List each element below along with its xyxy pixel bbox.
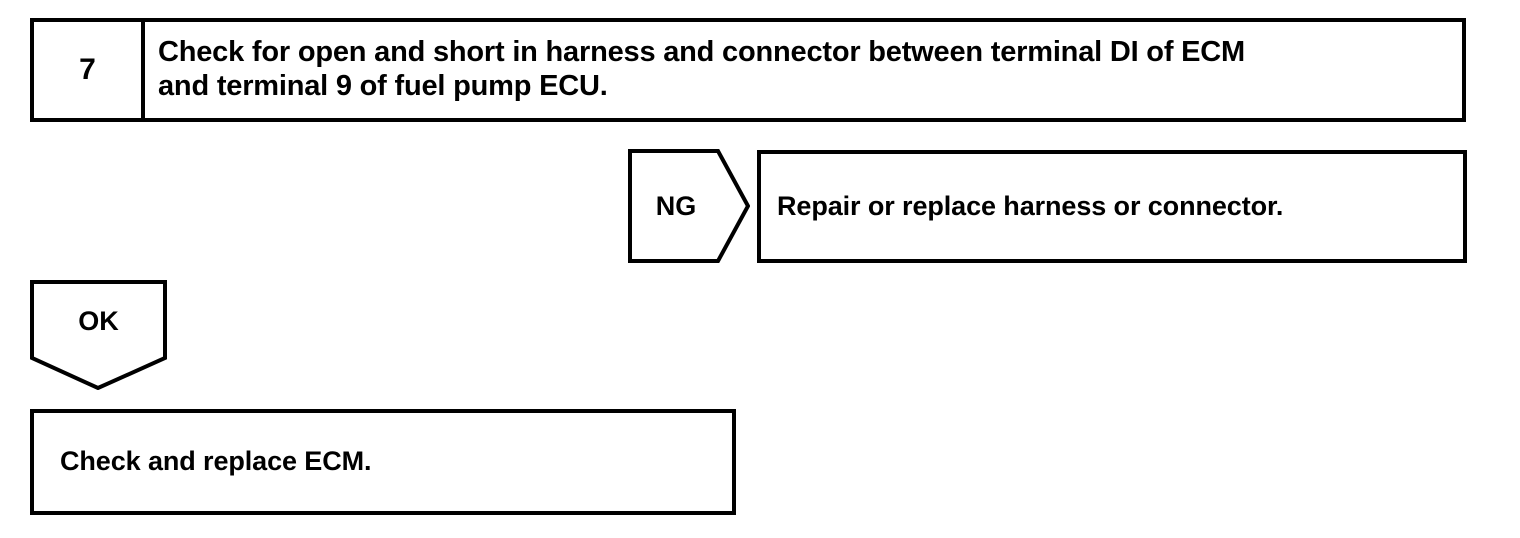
outcome-box-ok: Check and replace ECM.	[30, 409, 736, 515]
branch-tag-ok: OK	[30, 280, 167, 390]
pentagon-right-icon	[628, 149, 750, 263]
step-instruction-cell: Check for open and short in harness and …	[145, 22, 1462, 118]
step-row: 7 Check for open and short in harness an…	[30, 18, 1466, 122]
step-instruction-text: Check for open and short in harness and …	[158, 36, 1245, 102]
outcome-ok-text: Check and replace ECM.	[60, 446, 372, 477]
step-number-cell: 7	[34, 22, 145, 118]
outcome-ng-text: Repair or replace harness or connector.	[777, 190, 1284, 221]
step-number: 7	[79, 53, 96, 86]
pentagon-down-icon	[30, 280, 167, 390]
branch-tag-ng-label: NG	[655, 190, 697, 221]
outcome-box-ng: Repair or replace harness or connector.	[757, 150, 1467, 263]
branch-tag-ok-label: OK	[78, 305, 119, 336]
branch-tag-ng: NG	[628, 149, 750, 263]
